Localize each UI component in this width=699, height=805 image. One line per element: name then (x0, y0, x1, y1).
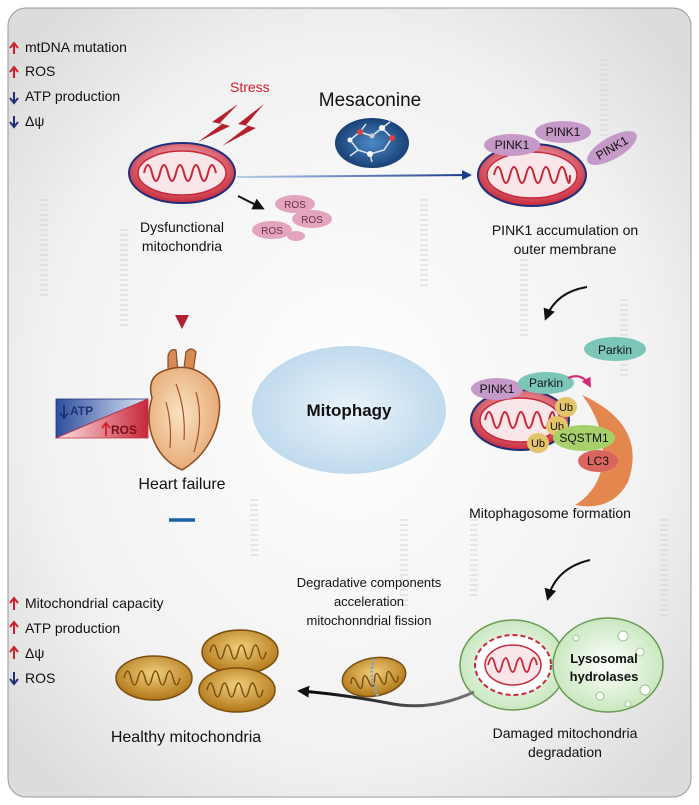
indicator-label: mtDNA mutation (25, 39, 127, 55)
pink1-mitochondrion (477, 143, 587, 207)
up-arrow-icon (9, 645, 19, 659)
ros-bubble (252, 221, 292, 239)
down-arrow-icon (59, 405, 69, 420)
ros-bubbles: ROS ROS ROS (252, 195, 332, 241)
indicator-label: Mitochondrial capacity (25, 595, 164, 611)
fission-caption-line3: mitochonndrial fission (306, 613, 431, 628)
curved-arrow (544, 559, 591, 601)
healthy-caption: Healthy mitochondria (111, 729, 261, 746)
up-arrow-icon (9, 65, 19, 78)
center-label: Mitophagy (307, 401, 393, 420)
indicator-atp: ATP production (9, 88, 120, 105)
sqstm1-label: SQSTM1 (559, 431, 609, 445)
up-arrow-icon (101, 421, 111, 436)
pink1-caption-line1: PINK1 accumulation on (492, 222, 638, 238)
down-arrow-icon (9, 92, 19, 105)
ros-release-arrow (237, 195, 265, 210)
fission-caption-line2: acceleration (334, 594, 404, 609)
ros-bubble (287, 231, 305, 241)
lightning-icon (198, 104, 238, 142)
mesaconine-arrow (236, 170, 472, 181)
heart-failure-caption: Heart failure (138, 476, 225, 493)
background-texture (40, 59, 668, 616)
mitophagy-center-ellipse (252, 346, 446, 474)
pink1-caption-line2: outer membrane (514, 241, 617, 257)
degradation-to-healthy-arrow (297, 685, 475, 708)
ros-bubble (292, 210, 332, 228)
pink1-label: PINK1 (495, 138, 530, 152)
up-arrow-icon (9, 41, 19, 54)
ub-label: Ub (531, 438, 545, 450)
pink1-protein (535, 121, 591, 143)
stress-label: Stress (230, 79, 270, 95)
ub-label: Ub (559, 402, 573, 414)
parkin-label: Parkin (598, 343, 632, 357)
dysfunctional-label-line1: Dysfunctional (140, 219, 224, 235)
indicator-label: ATP production (25, 88, 120, 104)
mitophagosome-parkin-label: Parkin (529, 376, 563, 390)
ub-protein (527, 433, 549, 453)
healthy-mitochondria (115, 629, 279, 713)
fission-caption-line1: Degradative components (297, 575, 442, 590)
mitophagosome-pink1-label: PINK1 (480, 382, 515, 396)
mesaconine-molecule-icon (335, 118, 409, 168)
dividing-mitochondrion (341, 656, 407, 698)
lysosome (459, 617, 664, 713)
parkin-protein (518, 372, 574, 394)
ros-bubble-label: ROS (301, 215, 323, 226)
indicator-mito-capacity: Mitochondrial capacity (9, 595, 164, 611)
indicator-label: ROS (25, 670, 55, 686)
pink1-protein (587, 131, 637, 165)
up-arrow-icon (9, 620, 19, 634)
indicator-label: Δψ (25, 645, 44, 661)
lc3-label: LC3 (587, 454, 609, 468)
indicator-label: ATP production (25, 620, 120, 636)
indicator-label: ROS (25, 63, 55, 79)
ub-protein (555, 397, 577, 417)
damaged-caption-line1: Damaged mitochondria (493, 725, 638, 741)
indicator-atp-production: ATP production (9, 620, 120, 636)
ros-bubble (275, 195, 315, 213)
indicator-membrane-potential: Δψ (9, 645, 44, 661)
curved-arrow (543, 286, 588, 321)
heart-ros-label: ROS (111, 423, 137, 437)
up-arrow-icon (9, 596, 19, 610)
indicator-ros: ROS (9, 63, 55, 79)
atp-ros-balance: ATP ROS (55, 398, 149, 439)
inhibition-symbol (169, 518, 195, 578)
ros-bubble-label: ROS (261, 226, 283, 237)
heart-atp-label: ATP (70, 404, 93, 418)
pink1-label: PINK1 (546, 125, 581, 139)
lysosome-label-line1: Lysosomal (570, 651, 637, 666)
damaged-caption-line2: degradation (528, 744, 602, 760)
ros-bubble-label: ROS (284, 200, 306, 211)
mitophagosome-caption: Mitophagosome formation (469, 505, 631, 521)
heart-icon (148, 348, 221, 471)
sqstm1-protein (553, 425, 615, 451)
down-arrow-icon (9, 672, 19, 686)
mesaconine-label: Mesaconine (319, 90, 421, 111)
top-indicators: mtDNA mutation ROS ATP production Δψ (9, 39, 127, 129)
lc3-protein (578, 450, 618, 472)
bottom-indicators: Mitochondrial capacity ATP production Δψ… (9, 595, 164, 686)
indicator-ros-down: ROS (9, 670, 55, 686)
indicator-mtdna: mtDNA mutation (9, 39, 127, 55)
indicator-membrane-potential: Δψ (9, 113, 44, 129)
dysfunctional-label-line2: mitochondria (142, 238, 222, 254)
down-arrow-icon (9, 116, 19, 129)
ubiquitination-arrow (567, 375, 591, 388)
pink1-protein (471, 378, 523, 400)
lightning-icon (222, 104, 264, 146)
lightning-bolt-icons (198, 104, 264, 146)
pink1-protein (484, 134, 540, 156)
indicator-label: Δψ (25, 113, 44, 129)
parkin-protein (584, 337, 646, 361)
dysfunctional-mitochondrion (128, 142, 236, 204)
lysosome-label-line2: hydrolases (570, 669, 639, 684)
